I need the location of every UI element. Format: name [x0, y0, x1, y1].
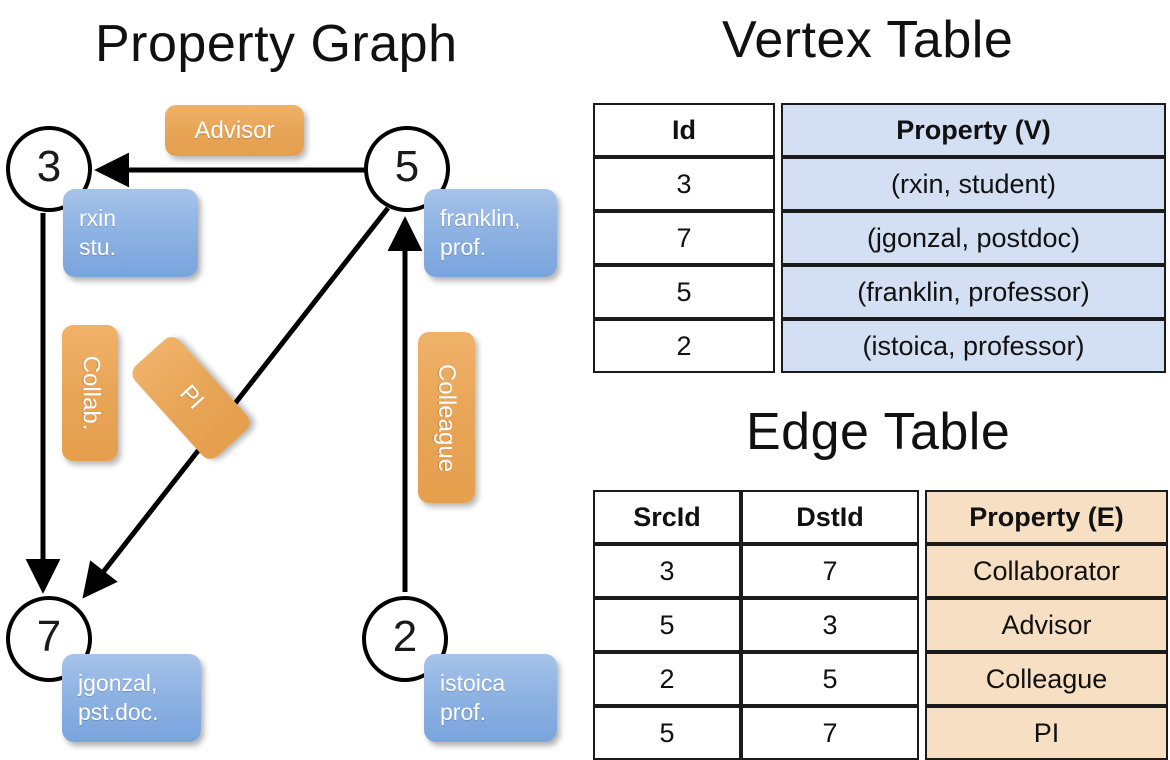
graph-node-2-label: 2 — [392, 612, 418, 661]
edge-property-box-colleague[interactable]: Colleague — [418, 332, 475, 503]
edge-table-cell-srcid: 5 — [593, 598, 741, 652]
vertex-table-cell-id: 5 — [593, 265, 775, 319]
vertex-table-cell-property: (istoica, professor) — [781, 319, 1166, 373]
vertex-table-cell-property: (rxin, student) — [781, 157, 1166, 211]
vertex-table-cell-id: 7 — [593, 211, 775, 265]
graph-node-7-label: 7 — [36, 612, 62, 661]
edge-property-box-pi-label: PI — [173, 380, 209, 416]
edge-table-cell-property: PI — [925, 706, 1168, 760]
vertex-property-box-7-line2: pst.doc. — [78, 699, 159, 725]
edge-table-header-dstid: DstId — [741, 490, 919, 544]
edge-property-box-colleague-label: Colleague — [433, 363, 461, 472]
table-row[interactable]: 7 (jgonzal, postdoc) — [593, 211, 1166, 265]
edge-table-cell-dstid: 3 — [741, 598, 919, 652]
edge-table-cell-dstid: 5 — [741, 652, 919, 706]
table-row[interactable]: 2 (istoica, professor) — [593, 319, 1166, 373]
graph-edges — [25, 152, 423, 599]
vertex-property-box-3-line2: stu. — [79, 234, 117, 260]
edge-table: SrcId DstId Property (E) 3 7 Collaborato… — [593, 490, 1168, 760]
vertex-table-header-id: Id — [593, 103, 775, 157]
edge-property-box-advisor[interactable]: Advisor — [165, 105, 304, 156]
vertex-property-box-5[interactable]: franklin, prof. — [424, 189, 557, 277]
edge-table-cell-property: Collaborator — [925, 544, 1168, 598]
table-row[interactable]: 5 7 PI — [593, 706, 1168, 760]
vertex-property-box-7-line1: jgonzal, — [78, 669, 158, 696]
vertex-table-header-property: Property (V) — [781, 103, 1166, 157]
vertex-property-box-5-line1: franklin, — [440, 204, 521, 231]
edge-property-box-advisor-label: Advisor — [194, 116, 275, 144]
edge-property-box-collab[interactable]: Collab. — [62, 325, 118, 461]
vertex-property-box-2-line2: prof. — [440, 699, 487, 725]
vertex-property-box-2-line1: istoica — [440, 669, 506, 696]
edge-table-cell-srcid: 5 — [593, 706, 741, 760]
vertex-property-box-2[interactable]: istoica prof. — [424, 654, 557, 742]
edge-table-header-property: Property (E) — [925, 490, 1168, 544]
table-row[interactable]: 5 3 Advisor — [593, 598, 1168, 652]
edge-table-cell-dstid: 7 — [741, 544, 919, 598]
vertex-table-cell-id: 3 — [593, 157, 775, 211]
graph-node-5-label: 5 — [394, 142, 420, 191]
table-row[interactable]: 3 (rxin, student) — [593, 157, 1166, 211]
edge-table-cell-srcid: 3 — [593, 544, 741, 598]
graph-node-2[interactable]: 2 — [362, 596, 448, 682]
edge-table-cell-srcid: 2 — [593, 652, 741, 706]
table-header-row: SrcId DstId Property (E) — [593, 490, 1168, 544]
page-title-edge-table: Edge Table — [746, 403, 1011, 461]
table-row[interactable]: 3 7 Collaborator — [593, 544, 1168, 598]
vertex-property-box-5-line2: prof. — [440, 234, 487, 260]
edge-table-cell-property: Colleague — [925, 652, 1168, 706]
page-title-property-graph: Property Graph — [95, 15, 458, 73]
graph-node-5[interactable]: 5 — [364, 126, 450, 212]
table-row[interactable]: 2 5 Colleague — [593, 652, 1168, 706]
table-header-row: Id Property (V) — [593, 103, 1166, 157]
vertex-table-cell-property: (jgonzal, postdoc) — [781, 211, 1166, 265]
vertex-table: Id Property (V) 3 (rxin, student) 7 (jgo… — [593, 103, 1166, 373]
edge-property-box-collab-label: Collab. — [77, 355, 104, 431]
edge-table-cell-dstid: 7 — [741, 706, 919, 760]
vertex-property-box-7[interactable]: jgonzal, pst.doc. — [62, 654, 201, 742]
graph-node-3-label: 3 — [36, 142, 62, 191]
edge-line-pi — [82, 206, 390, 599]
vertex-property-box-3-line1: rxin — [79, 204, 117, 231]
vertex-property-box-3[interactable]: rxin stu. — [63, 189, 198, 277]
vertex-table-cell-id: 2 — [593, 319, 775, 373]
edge-table-cell-property: Advisor — [925, 598, 1168, 652]
vertex-table-cell-property: (franklin, professor) — [781, 265, 1166, 319]
edge-table-header-srcid: SrcId — [593, 490, 741, 544]
table-row[interactable]: 5 (franklin, professor) — [593, 265, 1166, 319]
page-title-vertex-table: Vertex Table — [722, 11, 1014, 69]
